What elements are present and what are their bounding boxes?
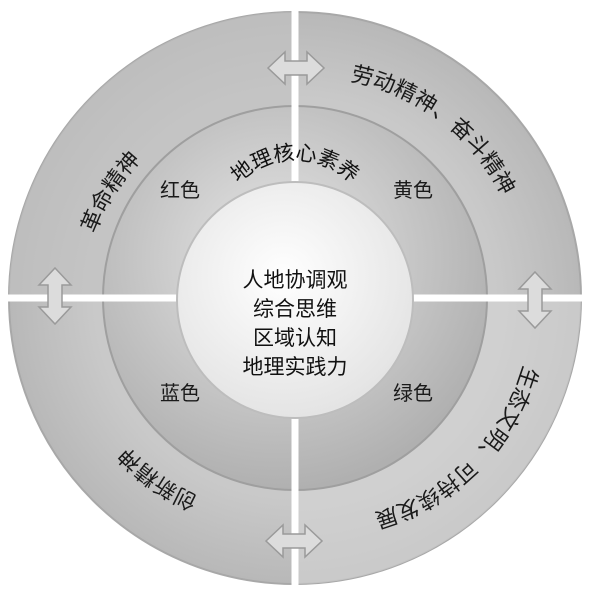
double-arrow-top xyxy=(266,50,326,86)
double-arrow-right xyxy=(517,270,553,330)
core-line-2: 综合思维 xyxy=(253,297,337,321)
core-line-4: 地理实践力 xyxy=(243,355,348,379)
core-line-1: 人地协调观 xyxy=(243,268,348,292)
core-circle xyxy=(176,181,414,419)
middle-label-green: 绿色 xyxy=(393,381,433,405)
double-arrow-left xyxy=(37,266,73,326)
double-arrow-bottom xyxy=(264,523,324,559)
middle-label-red: 红色 xyxy=(160,178,200,202)
middle-label-blue: 蓝色 xyxy=(160,381,200,405)
middle-label-yellow: 黄色 xyxy=(393,178,433,202)
core-line-3: 区域认知 xyxy=(253,326,337,350)
